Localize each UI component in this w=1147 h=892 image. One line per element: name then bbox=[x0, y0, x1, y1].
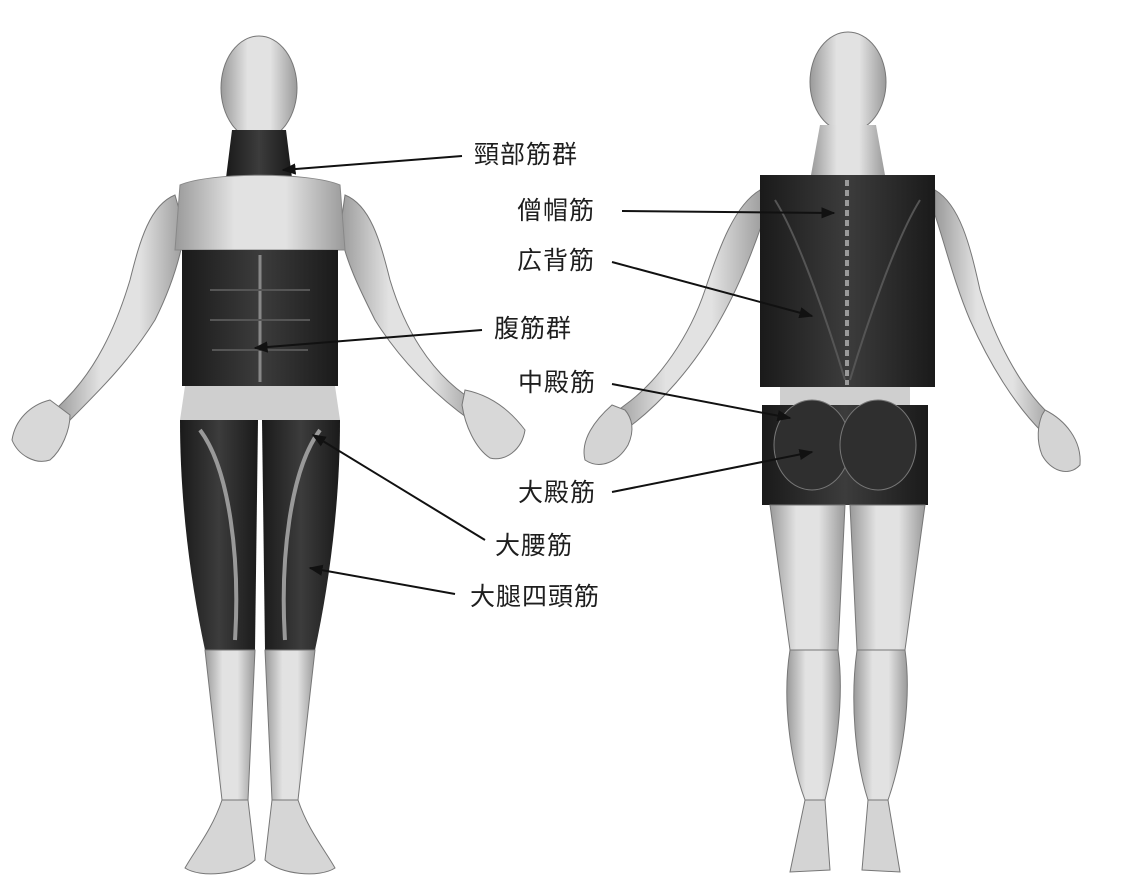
front-body-figure bbox=[12, 36, 525, 874]
label-latissimus-dorsi: 広背筋 bbox=[517, 246, 595, 276]
front-neck-muscles bbox=[226, 130, 292, 178]
arrow-neck bbox=[283, 156, 462, 170]
back-right-calf bbox=[854, 650, 907, 800]
front-right-thigh bbox=[262, 420, 340, 650]
front-right-shin bbox=[265, 650, 315, 800]
front-right-hand bbox=[462, 390, 525, 459]
front-left-arm bbox=[55, 195, 185, 420]
back-right-hand bbox=[1038, 410, 1080, 472]
front-left-foot bbox=[185, 800, 255, 874]
label-gluteus-maximus: 大殿筋 bbox=[518, 478, 596, 508]
back-left-hand bbox=[584, 405, 632, 464]
label-gluteus-medius: 中殿筋 bbox=[518, 368, 596, 398]
front-right-arm bbox=[340, 195, 480, 420]
back-left-thigh bbox=[770, 505, 845, 650]
back-head bbox=[810, 32, 886, 132]
back-body-figure bbox=[584, 32, 1080, 872]
arrow-quadriceps bbox=[310, 568, 455, 594]
back-right-foot bbox=[862, 800, 900, 872]
back-neck bbox=[811, 125, 885, 175]
label-trapezius: 僧帽筋 bbox=[517, 196, 595, 226]
back-right-arm bbox=[935, 190, 1055, 432]
back-left-calf bbox=[787, 650, 840, 800]
label-psoas-major: 大腰筋 bbox=[495, 531, 573, 561]
front-hips bbox=[180, 386, 340, 420]
front-left-shin bbox=[205, 650, 255, 800]
label-quadriceps: 大腿四頭筋 bbox=[470, 582, 600, 612]
front-head bbox=[221, 36, 297, 140]
front-left-thigh bbox=[180, 420, 258, 650]
back-left-foot bbox=[790, 800, 830, 872]
back-right-thigh bbox=[850, 505, 925, 650]
front-right-foot bbox=[265, 800, 335, 874]
front-left-hand bbox=[12, 400, 70, 461]
label-abdominals: 腹筋群 bbox=[494, 314, 572, 344]
front-chest bbox=[175, 175, 345, 250]
arrow-psoas bbox=[313, 435, 485, 540]
back-left-arm bbox=[612, 190, 765, 430]
label-neck-muscles: 頸部筋群 bbox=[474, 140, 578, 170]
